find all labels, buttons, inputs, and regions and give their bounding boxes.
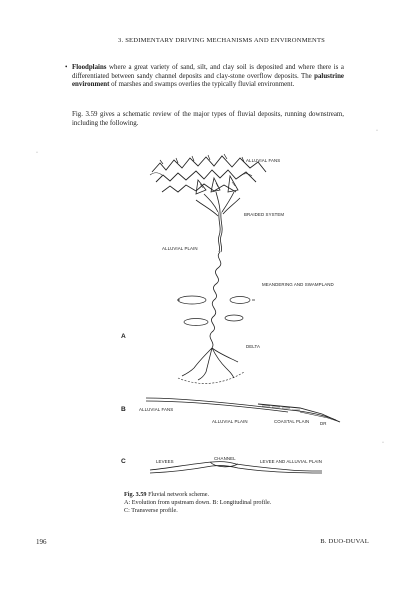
paragraph1-text2: of marshes and swamps overlies the typic… <box>109 81 295 89</box>
caption-title: Fig. 3.59 <box>124 491 147 498</box>
label-levee-alluvial: LEVEE AND ALLUVIAL PLAIN <box>260 459 322 464</box>
swampland-drawing <box>177 295 255 326</box>
label-alluvial-plain: ALLUVIAL PLAIN <box>162 246 198 251</box>
caption-title-text: Fluvial network scheme. <box>146 491 210 498</box>
scan-speck: · <box>382 440 384 446</box>
paragraph-floodplains: • Floodplains where a great variety of sa… <box>65 64 344 90</box>
author-folio: B. DUO-DUVAL <box>320 538 369 545</box>
term-floodplains: Floodplains <box>72 64 107 71</box>
caption-line-c: C: Transverse profile. <box>124 507 178 514</box>
delta-drawing <box>177 347 245 384</box>
panel-label-a: A <box>121 333 126 340</box>
label-dr: DR <box>320 421 327 426</box>
alluvial-fans-drawing <box>195 174 239 195</box>
braided-system-drawing <box>195 191 241 253</box>
mountains-drawing <box>149 153 267 193</box>
running-header: 3. SEDIMENTARY DRIVING MECHANISMS AND EN… <box>118 37 326 44</box>
paragraph1-text: where a great variety of sand, silt, and… <box>72 64 344 80</box>
label-meandering: MEANDERING AND SWAMPLAND <box>262 282 334 287</box>
label-alluvial-fans-b: ALLUVIAL FANS <box>139 407 173 412</box>
scan-speck: · <box>36 150 38 156</box>
paragraph-figure-intro: Fig. 3.59 gives a schematic review of th… <box>72 111 344 127</box>
label-delta: DELTA <box>246 344 260 349</box>
caption-line-a: A: Evolution from upstream down. B: Long… <box>124 499 272 506</box>
label-coastal-plain: COASTAL PLAIN <box>274 419 309 424</box>
label-alluvial-plain-b: ALLUVIAL PLAIN <box>212 419 248 424</box>
longitudinal-profile-drawing <box>145 397 341 423</box>
panel-label-b: B <box>121 406 126 413</box>
label-alluvial-fans: ALLUVIAL FANS <box>246 158 280 163</box>
scan-speck: · <box>376 128 378 134</box>
page-number: 196 <box>36 538 47 546</box>
label-channel: CHANNEL <box>214 456 236 461</box>
label-braided-system: BRAIDED SYSTEM <box>244 212 284 217</box>
meandering-river-drawing <box>209 251 222 349</box>
label-levees: LEVEES <box>156 459 174 464</box>
bullet: • <box>65 64 68 71</box>
panel-label-c: C <box>121 458 126 465</box>
term-palustrine: palustrine environment <box>72 72 344 89</box>
transverse-profile-drawing <box>149 461 323 474</box>
figure-caption: Fig. 3.59 Fluvial network scheme. A: Evo… <box>124 491 344 515</box>
